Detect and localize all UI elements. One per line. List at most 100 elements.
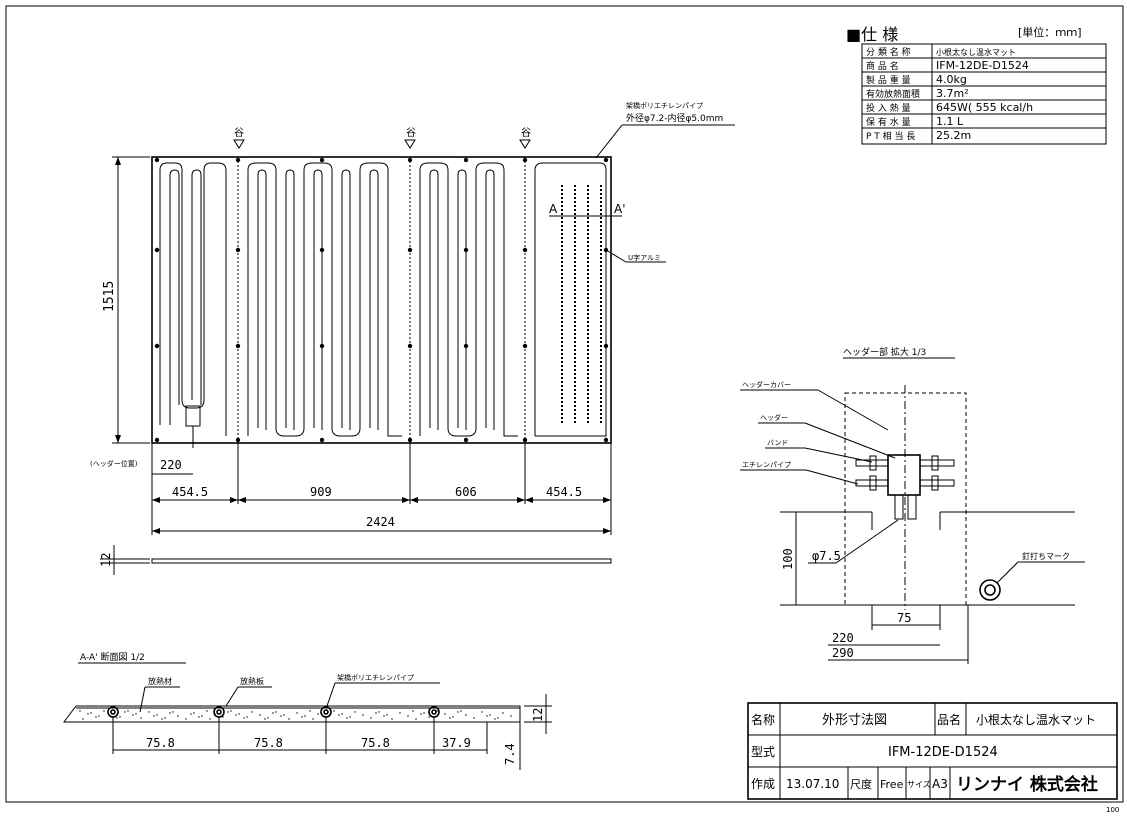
section-stipple <box>153 715 155 717</box>
section-stipple <box>510 715 512 717</box>
section-stipple <box>383 715 385 717</box>
section-stipple <box>333 710 335 712</box>
section-label-plate: 放熱板 <box>240 676 264 686</box>
section-stipple <box>354 711 356 713</box>
pipe-loop-3b <box>429 169 495 430</box>
section-stipple <box>296 712 298 714</box>
section-stipple <box>460 710 462 712</box>
section-mark-right: A' <box>614 202 626 216</box>
mat-side-view <box>151 558 612 564</box>
section-stipple <box>375 712 377 714</box>
dim-seg2: 909 <box>310 485 332 499</box>
section-stipple <box>489 714 491 716</box>
alu-fins <box>561 185 602 425</box>
spec-row-label: 商 品 名 <box>866 60 899 72</box>
section-stipple <box>317 713 319 715</box>
section-stipple <box>98 715 100 717</box>
screw-dot <box>235 247 241 253</box>
screw-dot <box>603 157 609 163</box>
spec-row-label: 製 品 重 量 <box>866 74 911 86</box>
spec-row-label: 分 類 名 称 <box>866 46 911 58</box>
section-stipple <box>259 714 261 716</box>
section-stipple <box>407 715 409 717</box>
section-stipple <box>172 711 174 713</box>
screw-dot <box>407 343 413 349</box>
screw-dot <box>154 157 160 163</box>
pipe-loop-2b <box>257 169 379 430</box>
section-stipple <box>444 713 446 715</box>
spec-row-value: IFM-12DE-D1524 <box>936 59 1029 72</box>
spec-row-label: P T 相 当 長 <box>866 130 915 142</box>
section-stipple <box>420 713 422 715</box>
tb-made-label: 作成 <box>751 777 775 791</box>
section-stipple <box>164 717 166 719</box>
section-stipple <box>362 714 364 716</box>
spec-row-value: 25.2m <box>936 129 971 142</box>
dim-220: 220 <box>832 631 854 645</box>
screw-dot <box>603 343 609 349</box>
valley-markers: 谷 谷 谷 <box>233 127 531 149</box>
section-stipple <box>341 713 343 715</box>
section-stipple <box>230 710 232 712</box>
plan-view: 谷 谷 谷 A A' 架橋ポリエチレンパイプ 外径φ7.2-内径φ5.0mm U… <box>90 101 735 575</box>
section-stipple <box>135 713 137 715</box>
screw-dot <box>319 247 325 253</box>
section-stipple <box>264 718 266 720</box>
section-stipple <box>132 714 134 716</box>
spec-row-value: 1.1 L <box>936 115 964 128</box>
section-stipple <box>148 711 150 713</box>
section-label-pipe: 架橋ポリエチレンパイプ <box>337 673 414 682</box>
dim-290: 290 <box>832 646 854 660</box>
section-stipple <box>169 712 171 714</box>
section-stipple <box>423 712 425 714</box>
section-stipple <box>201 715 203 717</box>
pipe-loop-4 <box>534 162 607 437</box>
section-stipple <box>465 714 467 716</box>
screw-dot <box>319 343 325 349</box>
section-stipple <box>399 712 401 714</box>
ethylene-pipe-label: エチレンパイプ <box>742 461 791 469</box>
dim-header-offset: 220 <box>160 458 182 472</box>
section-dim-3: 75.8 <box>361 736 390 750</box>
valley-label-3: 谷 <box>521 127 531 139</box>
mat-outline <box>151 156 612 444</box>
section-stipple <box>386 714 388 716</box>
screw-dot <box>463 437 469 443</box>
pipe-loop-2 <box>247 162 402 437</box>
spec-row-label: 有効放熱面積 <box>866 88 920 100</box>
spec-row-value: 3.7m² <box>936 87 969 100</box>
section-stipple <box>251 711 253 713</box>
section-stipple <box>473 717 475 719</box>
screw-dot <box>522 343 528 349</box>
spec-row-label: 保 有 水 量 <box>866 116 911 128</box>
section-stipple <box>301 716 303 718</box>
drawing-frame <box>5 5 1124 803</box>
section-title: A-A' 断面図 1/2 <box>80 651 145 663</box>
spec-row-value: 4.0kg <box>936 73 967 86</box>
section-stipple <box>378 711 380 713</box>
section-stipple <box>280 715 282 717</box>
section-stipple <box>206 710 208 712</box>
section-stipple <box>502 712 504 714</box>
section-dim-thickness: 12 <box>531 708 545 722</box>
section-view: A-A' 断面図 1/2 放熱材 放熱板 架橋ポリエチレンパイプ 75.8 75… <box>63 651 552 770</box>
screw-dot <box>463 247 469 253</box>
nail-mark <box>979 579 1001 601</box>
screw-dot <box>235 343 241 349</box>
section-stipple <box>288 718 290 720</box>
dim-seg4: 454.5 <box>546 485 582 499</box>
header-detail: ヘッダー部 拡大 1/3 ヘッダーカバー ヘッダー <box>740 346 1085 664</box>
section-stipple <box>209 718 211 720</box>
section-stipple <box>275 711 277 713</box>
section-stipple <box>415 718 417 720</box>
section-stipple <box>304 715 306 717</box>
section-body <box>63 705 521 723</box>
section-stipple <box>349 716 351 718</box>
header-label: ヘッダー <box>760 413 788 422</box>
section-stipple <box>238 713 240 715</box>
valley-label-1: 谷 <box>234 127 244 139</box>
tb-name-label: 名称 <box>751 712 775 727</box>
section-stipple <box>198 716 200 718</box>
